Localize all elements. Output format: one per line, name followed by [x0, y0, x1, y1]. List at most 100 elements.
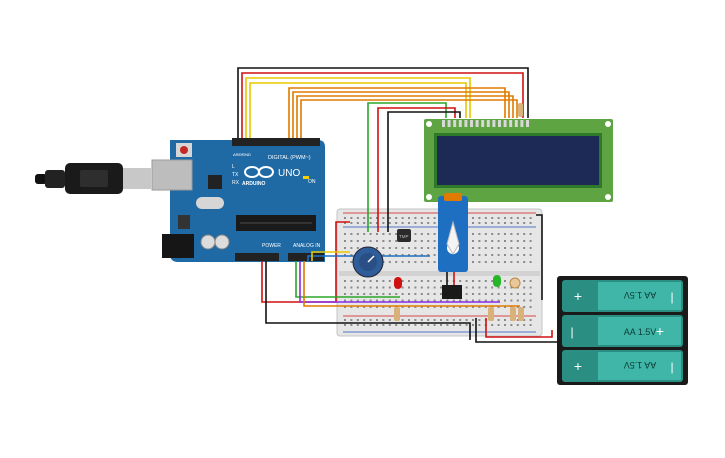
breadboard-hole[interactable] — [452, 299, 455, 302]
breadboard-hole[interactable] — [504, 299, 506, 302]
battery-pack[interactable]: AA 1.5V+|AA 1.5V+|AA 1.5V+| — [557, 276, 688, 385]
breadboard-hole[interactable] — [491, 254, 494, 256]
breadboard-hole[interactable] — [401, 261, 404, 263]
breadboard-hole[interactable] — [523, 280, 526, 282]
breadboard-hole[interactable] — [497, 240, 500, 242]
lcd-pin[interactable] — [470, 120, 473, 127]
breadboard-hole[interactable] — [516, 324, 519, 326]
breadboard-hole[interactable] — [414, 240, 417, 242]
breadboard-hole[interactable] — [369, 299, 372, 302]
breadboard-hole[interactable] — [388, 299, 391, 302]
breadboard-hole[interactable] — [529, 319, 532, 321]
breadboard-hole[interactable] — [523, 286, 526, 289]
breadboard-hole[interactable] — [382, 299, 385, 302]
breadboard-hole[interactable] — [491, 286, 494, 289]
wire-analog-orange[interactable] — [303, 261, 520, 307]
breadboard-hole[interactable] — [523, 247, 526, 249]
breadboard-hole[interactable] — [344, 299, 346, 302]
breadboard-hole[interactable] — [472, 280, 474, 282]
breadboard-hole[interactable] — [459, 306, 462, 308]
breadboard-hole[interactable] — [382, 233, 385, 235]
breadboard-hole[interactable] — [484, 293, 487, 295]
breadboard-hole[interactable] — [414, 319, 417, 321]
breadboard-hole[interactable] — [491, 233, 494, 235]
breadboard-hole[interactable] — [472, 254, 474, 256]
breadboard-hole[interactable] — [414, 217, 417, 219]
breadboard-hole[interactable] — [420, 286, 423, 289]
breadboard-hole[interactable] — [414, 247, 417, 249]
breadboard-hole[interactable] — [376, 233, 378, 235]
breadboard-hole[interactable] — [401, 293, 404, 295]
breadboard-hole[interactable] — [465, 299, 468, 302]
breadboard-hole[interactable] — [356, 319, 359, 321]
led-green[interactable] — [493, 275, 501, 287]
breadboard-hole[interactable] — [529, 222, 532, 224]
breadboard-hole[interactable] — [376, 319, 378, 321]
breadboard-hole[interactable] — [350, 261, 353, 263]
breadboard-hole[interactable] — [382, 240, 385, 242]
usb-cable[interactable] — [35, 163, 151, 194]
breadboard-hole[interactable] — [376, 293, 378, 295]
breadboard-hole[interactable] — [491, 299, 494, 302]
breadboard-hole[interactable] — [344, 324, 346, 326]
breadboard-hole[interactable] — [427, 254, 430, 256]
breadboard-hole[interactable] — [491, 280, 494, 282]
breadboard-hole[interactable] — [491, 324, 494, 326]
breadboard-hole[interactable] — [516, 217, 519, 219]
lcd-pin[interactable] — [526, 120, 529, 127]
breadboard-hole[interactable] — [408, 286, 410, 289]
breadboard-hole[interactable] — [529, 306, 532, 308]
breadboard-hole[interactable] — [350, 254, 353, 256]
breadboard-hole[interactable] — [363, 240, 366, 242]
breadboard-hole[interactable] — [382, 324, 385, 326]
breadboard-hole[interactable] — [472, 299, 474, 302]
potentiometer[interactable] — [352, 246, 384, 278]
lcd-pin[interactable] — [509, 120, 513, 127]
breadboard-hole[interactable] — [356, 306, 359, 308]
breadboard-hole[interactable] — [472, 222, 474, 224]
breadboard-hole[interactable] — [529, 233, 532, 235]
breadboard-hole[interactable] — [465, 280, 468, 282]
breadboard-hole[interactable] — [523, 319, 526, 321]
breadboard-hole[interactable] — [344, 306, 346, 308]
breadboard-hole[interactable] — [497, 286, 500, 289]
breadboard-hole[interactable] — [491, 306, 494, 308]
breadboard-hole[interactable] — [376, 222, 378, 224]
power-header[interactable] — [235, 253, 279, 261]
breadboard-hole[interactable] — [408, 217, 410, 219]
breadboard-hole[interactable] — [363, 293, 366, 295]
breadboard-hole[interactable] — [516, 293, 519, 295]
breadboard-hole[interactable] — [427, 247, 430, 249]
breadboard-hole[interactable] — [491, 240, 494, 242]
resistor-4[interactable] — [518, 307, 524, 321]
breadboard-hole[interactable] — [529, 254, 532, 256]
breadboard-hole[interactable] — [491, 222, 494, 224]
breadboard-hole[interactable] — [414, 261, 417, 263]
resistor-2[interactable] — [488, 307, 494, 321]
lcd-pin[interactable] — [447, 120, 451, 127]
breadboard-hole[interactable] — [504, 319, 506, 321]
breadboard-hole[interactable] — [529, 247, 532, 249]
breadboard-hole[interactable] — [491, 293, 494, 295]
breadboard-hole[interactable] — [440, 299, 442, 302]
breadboard-hole[interactable] — [491, 247, 494, 249]
breadboard-hole[interactable] — [523, 293, 526, 295]
breadboard-hole[interactable] — [504, 233, 506, 235]
breadboard-hole[interactable] — [420, 293, 423, 295]
breadboard-hole[interactable] — [529, 261, 532, 263]
breadboard-hole[interactable] — [472, 306, 474, 308]
servo-motor[interactable] — [438, 193, 468, 272]
lcd-pin[interactable] — [475, 120, 479, 127]
breadboard-hole[interactable] — [465, 324, 468, 326]
breadboard-hole[interactable] — [510, 254, 513, 256]
breadboard-hole[interactable] — [472, 324, 474, 326]
breadboard-hole[interactable] — [478, 319, 481, 321]
breadboard-hole[interactable] — [395, 217, 398, 219]
breadboard-hole[interactable] — [433, 217, 436, 219]
wires[interactable] — [237, 67, 559, 343]
breadboard-hole[interactable] — [388, 222, 391, 224]
breadboard-hole[interactable] — [388, 233, 391, 235]
breadboard-hole[interactable] — [529, 240, 532, 242]
breadboard-hole[interactable] — [350, 299, 353, 302]
breadboard-hole[interactable] — [401, 299, 404, 302]
